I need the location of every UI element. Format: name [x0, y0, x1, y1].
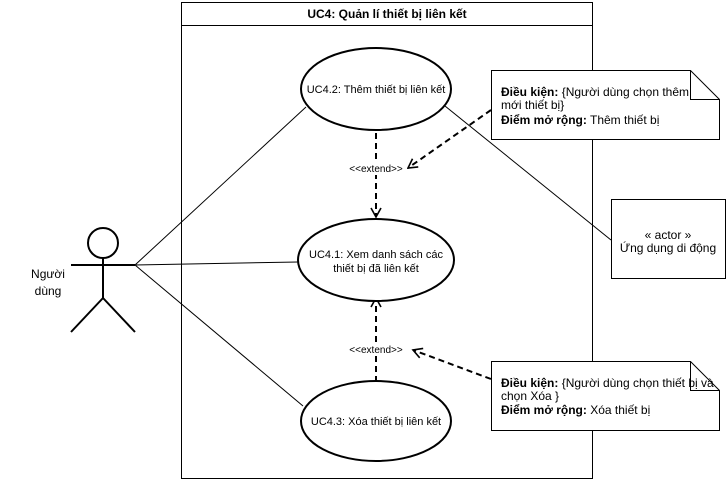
- note-add-device: Điều kiện: {Người dùng chọn thêm mới thi…: [491, 70, 720, 140]
- actor-app-stereotype: « actor »: [645, 228, 692, 242]
- note-add-ext-val: Thêm thiết bị: [587, 113, 659, 127]
- svg-text:Điểm mở rộng: Thêm thiết bị: Điểm mở rộng: Thêm thiết bị: [501, 113, 659, 127]
- assoc-user-uc43: [134, 264, 304, 407]
- svg-text:Điều kiện: {Người dùng chọn th: Điều kiện: {Người dùng chọn thêm: [501, 85, 689, 99]
- system-title: UC4: Quản lí thiết bị liên kết: [307, 7, 466, 21]
- note-delete-ext-val: Xóa thiết bị: [587, 403, 650, 417]
- note-delete-cond-key: Điều kiện:: [501, 376, 558, 390]
- actor-user: [70, 227, 136, 333]
- extend-label-bottom: <<extend>>: [349, 345, 403, 356]
- note-delete-cond-line2: chọn Xóa }: [501, 389, 559, 403]
- note-add-cond-key: Điều kiện:: [501, 85, 558, 99]
- note-link-add: [406, 109, 492, 169]
- uc42-label: UC4.2: Thêm thiết bị liên kết: [307, 84, 446, 96]
- note-delete-device: Điều kiện: {Người dùng chọn thiết bị và …: [491, 361, 720, 431]
- note-add-ext-key: Điểm mở rộng:: [501, 113, 587, 127]
- note-add-cond-line1: {Người dùng chọn thêm: [558, 85, 689, 99]
- uc43-label: UC4.3: Xóa thiết bị liên kết: [311, 416, 441, 428]
- use-case-uc41: UC4.1: Xem danh sách các thiết bị đã liê…: [297, 218, 455, 302]
- svg-text:Điều kiện: {Người dùng chọn th: Điều kiện: {Người dùng chọn thiết bị và: [501, 376, 714, 390]
- use-case-uc42: UC4.2: Thêm thiết bị liên kết: [300, 47, 452, 131]
- assoc-user-uc41: [134, 261, 299, 266]
- uc41-label-line1: UC4.1: Xem danh sách các: [309, 249, 443, 261]
- extend-label-top: <<extend>>: [349, 164, 403, 175]
- association-lines: [134, 105, 612, 407]
- assoc-user-uc42: [134, 106, 307, 266]
- assoc-uc42-app: [444, 105, 612, 241]
- note-delete-ext-key: Điểm mở rộng:: [501, 403, 587, 417]
- actor-user-name-line2: dùng: [35, 284, 62, 298]
- actor-user-name-line1: Người: [31, 267, 65, 281]
- actor-user-head: [87, 227, 119, 259]
- note-add-cond-line2: mới thiết bị}: [501, 98, 564, 112]
- extend-labels: <<extend>> <<extend>>: [345, 161, 407, 356]
- svg-text:Điểm mở rộng: Xóa thiết bị: Điểm mở rộng: Xóa thiết bị: [501, 403, 650, 417]
- use-case-uc43: UC4.3: Xóa thiết bị liên kết: [300, 380, 452, 462]
- actor-app-name: Ứng dụng di động: [620, 240, 716, 255]
- actor-mobile-app: « actor » Ứng dụng di động: [611, 199, 726, 279]
- note-link-delete: [411, 347, 492, 380]
- note-delete-cond-line1: {Người dùng chọn thiết bị và: [558, 376, 714, 390]
- uc41-label-line2: thiết bị đã liên kết: [333, 263, 419, 275]
